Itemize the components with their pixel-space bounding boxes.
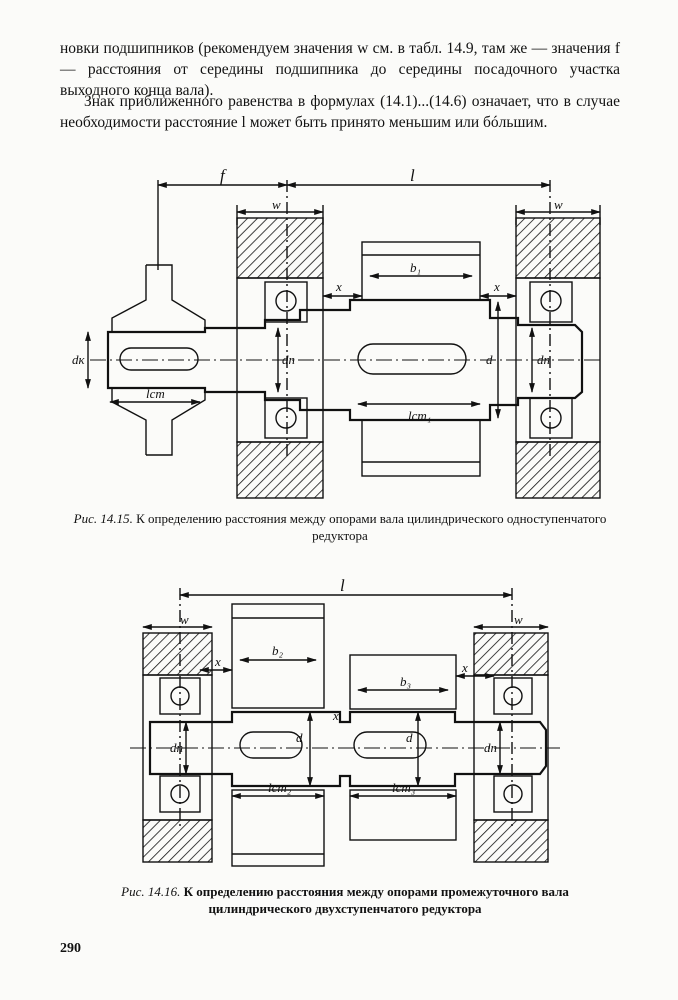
page-number: 290 (60, 941, 81, 956)
dim-w-left-2: w (180, 612, 189, 627)
dim-dp-left: dп (282, 352, 295, 367)
dim-dp-left-2: dп (170, 740, 183, 755)
figure-14-15-label: Рис. 14.15. (73, 511, 133, 526)
dim-lct1: lст₁ (408, 408, 431, 423)
dim-lct: lст (146, 386, 165, 401)
dim-x-right-2: x (461, 660, 468, 675)
figure-14-16-caption-text: К определению расстояния между опорами п… (183, 884, 569, 916)
dim-b2: b₂ (272, 643, 284, 658)
dim-d: d (486, 352, 493, 367)
dim-x-right: x (493, 279, 500, 294)
dim-l: l (410, 166, 415, 185)
figure-14-16-caption: Рис. 14.16. К определению расстояния меж… (110, 883, 580, 917)
paragraph-2: Знак приближенного равенства в формулах … (60, 93, 620, 131)
figure-14-16-label: Рис. 14.16. (121, 884, 181, 899)
dim-f: f (220, 166, 227, 185)
dim-x-mid: x (332, 708, 339, 723)
dim-w-left: w (272, 197, 281, 212)
paragraph-1: новки подшипников (рекомендуем значения … (60, 40, 620, 99)
dim-d-right: d (406, 730, 413, 745)
figure-14-15-caption-text: К определению расстояния между опорами в… (136, 511, 607, 543)
dim-x-left-2: x (214, 654, 221, 669)
dim-lct3: lст₃ (392, 780, 415, 795)
figure-14-15-caption: Рис. 14.15. К определению расстояния меж… (70, 510, 610, 544)
dim-l-2: l (340, 576, 345, 595)
dim-b1: b₁ (410, 260, 421, 275)
dim-w-right: w (554, 197, 563, 212)
dim-b3: b₃ (400, 674, 411, 689)
dim-lct2: lст₂ (268, 780, 292, 795)
dim-w-right-2: w (514, 612, 523, 627)
dim-dp-right-2: dп (484, 740, 497, 755)
dim-dp-right: dп (537, 352, 550, 367)
dim-d-left: d (296, 730, 303, 745)
dim-dk: dк (72, 352, 86, 367)
dim-x-left: x (335, 279, 342, 294)
